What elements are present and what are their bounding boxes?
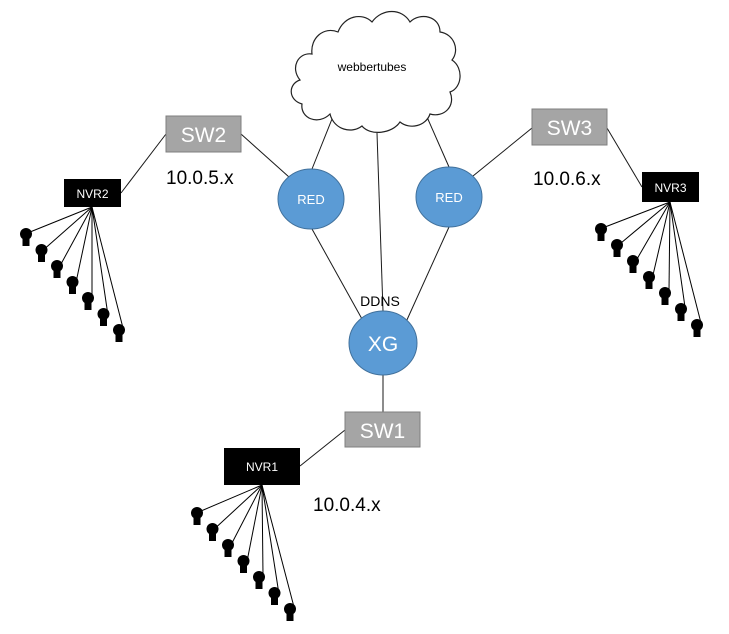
nvr3-cameras xyxy=(595,201,703,337)
camera-link xyxy=(668,201,671,292)
camera-link xyxy=(669,201,686,308)
nvr2-label: NVR2 xyxy=(76,187,108,201)
camera-icon[interactable] xyxy=(237,555,250,573)
camera-icon[interactable] xyxy=(595,223,607,241)
xg-label: XG xyxy=(368,333,398,356)
camera-link xyxy=(247,484,263,560)
camera-link xyxy=(261,484,264,576)
camera-link xyxy=(620,201,671,244)
red-left-label: RED xyxy=(297,192,324,207)
camera-icon[interactable] xyxy=(611,239,623,257)
nvr1[interactable]: NVR1 xyxy=(224,448,300,485)
camera-icon[interactable] xyxy=(222,539,234,557)
nvr1-cameras xyxy=(191,484,296,621)
camera-icon[interactable] xyxy=(691,319,703,337)
switch-sw3-label: SW3 xyxy=(547,117,593,140)
link-cloud-red-right xyxy=(426,116,450,168)
camera-link xyxy=(29,206,93,233)
subnet-label-sw2: 10.0.5.x xyxy=(166,168,234,189)
subnet-label-sw1: 10.0.4.x xyxy=(313,495,381,516)
link-sw1-nvr1 xyxy=(299,429,346,467)
switch-sw1-label: SW1 xyxy=(360,420,406,443)
camera-icon[interactable] xyxy=(268,587,281,605)
camera-link xyxy=(652,201,671,276)
camera-icon[interactable] xyxy=(191,507,203,525)
camera-link xyxy=(60,206,93,265)
camera-icon[interactable] xyxy=(253,571,265,589)
camera-icon[interactable] xyxy=(113,324,125,342)
camera-link xyxy=(76,206,93,281)
nvr3[interactable]: NVR3 xyxy=(642,172,699,202)
subnet-label-sw3: 10.0.6.x xyxy=(533,169,601,190)
camera-clusters xyxy=(20,201,703,621)
ddns-label: DDNS xyxy=(360,293,400,309)
red-device-left[interactable]: RED xyxy=(277,168,345,230)
camera-link xyxy=(261,484,279,592)
link-cloud-xg xyxy=(376,132,384,312)
link-sw2-red-left xyxy=(240,133,290,178)
camera-link xyxy=(200,484,263,512)
nvr1-label: NVR1 xyxy=(246,460,278,474)
nvr2-cameras xyxy=(20,206,125,342)
red-right-label: RED xyxy=(435,190,462,205)
camera-icon[interactable] xyxy=(643,271,655,289)
nvr2[interactable]: NVR2 xyxy=(64,179,121,207)
camera-icon[interactable] xyxy=(20,228,32,246)
camera-icon[interactable] xyxy=(51,260,63,278)
camera-icon[interactable] xyxy=(206,523,219,541)
camera-icon[interactable] xyxy=(675,303,687,321)
cloud-label: webbertubes xyxy=(337,60,407,74)
camera-icon[interactable] xyxy=(659,287,671,305)
camera-icon[interactable] xyxy=(66,276,79,294)
camera-link xyxy=(604,201,671,228)
link-red-right-xg xyxy=(405,226,450,323)
switch-sw2-label: SW2 xyxy=(181,124,227,147)
internet-cloud: webbertubes xyxy=(290,10,461,133)
camera-icon[interactable] xyxy=(284,603,296,621)
xg-firewall[interactable]: XG xyxy=(348,310,418,376)
camera-link xyxy=(636,201,671,260)
link-sw3-red-right xyxy=(472,127,533,177)
switch-sw1[interactable]: SW1 xyxy=(344,411,421,448)
red-device-right[interactable]: RED xyxy=(415,166,483,228)
link-sw3-nvr3 xyxy=(606,127,643,188)
cloud-icon xyxy=(290,10,461,133)
connection-lines xyxy=(120,113,643,467)
camera-link xyxy=(669,201,702,324)
camera-icon[interactable] xyxy=(97,308,110,326)
switch-sw2[interactable]: SW2 xyxy=(165,115,242,153)
camera-link xyxy=(45,206,93,249)
nvr3-label: NVR3 xyxy=(654,181,686,195)
switch-sw3[interactable]: SW3 xyxy=(531,108,608,146)
camera-link xyxy=(91,206,108,313)
camera-link xyxy=(91,206,124,329)
camera-link xyxy=(231,484,263,544)
link-red-left-xg xyxy=(311,228,363,320)
camera-icon[interactable] xyxy=(627,255,639,273)
link-sw2-nvr2 xyxy=(120,133,167,194)
camera-icon[interactable] xyxy=(35,244,48,262)
link-cloud-red-left xyxy=(311,113,335,170)
camera-icon[interactable] xyxy=(82,292,94,310)
camera-link xyxy=(216,484,263,528)
camera-link xyxy=(261,484,295,608)
